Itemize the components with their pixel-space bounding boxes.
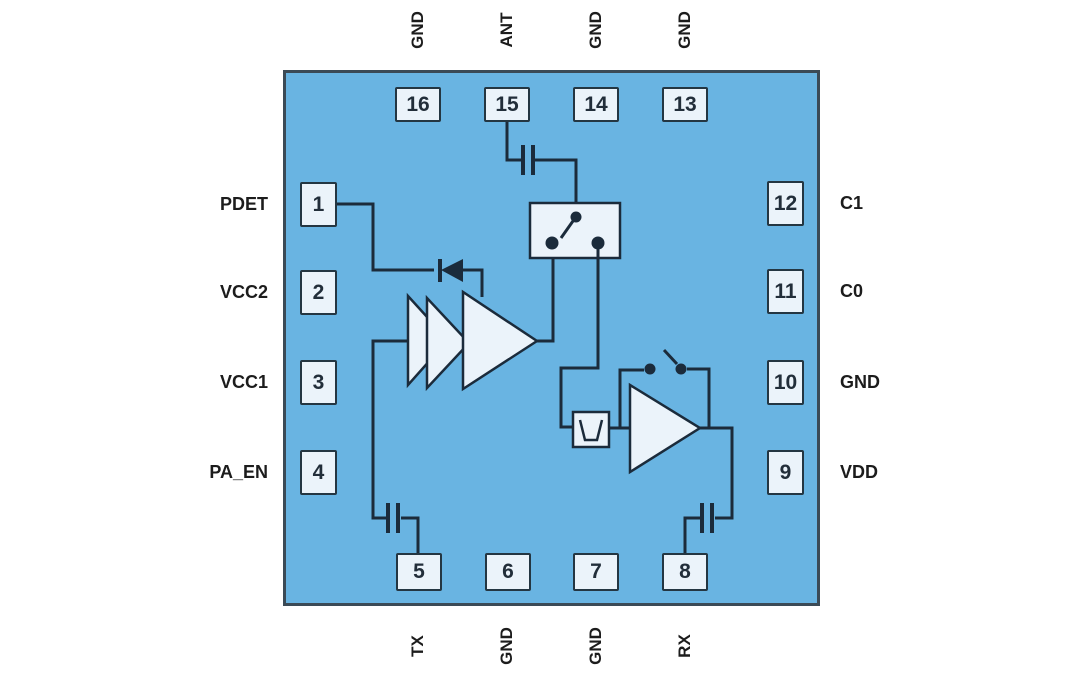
lna-icon (628, 382, 703, 475)
pin-10: 10 (767, 360, 804, 405)
pin-label-gnd-14: GND (586, 11, 605, 49)
detector-diode-icon (438, 259, 463, 282)
pin-13: 13 (662, 87, 708, 122)
pin-label-pdet: PDET (219, 194, 268, 214)
pin-label-pa-en: PA_EN (209, 462, 268, 482)
pin-4: 4 (300, 450, 337, 495)
lna-bypass-switch-icon (618, 348, 711, 428)
pin-16: 16 (395, 87, 441, 122)
pin-label-vdd: VDD (840, 462, 879, 482)
ant-dc-block-capacitor-icon (521, 145, 535, 175)
pin-label-c1: C1 (840, 193, 864, 213)
pdet-trace (337, 202, 484, 297)
tr-switch-icon (528, 201, 622, 260)
pin-3: 3 (300, 360, 337, 405)
pin-label-vcc2: VCC2 (219, 282, 268, 302)
pin-label-tx: TX (408, 635, 427, 657)
pin-label-c0: C0 (840, 281, 864, 301)
tx-dc-block-capacitor-icon (386, 503, 400, 533)
pin-6: 6 (485, 553, 531, 591)
ant-trace (505, 122, 578, 211)
pin-15: 15 (484, 87, 530, 122)
bandpass-filter-icon (571, 410, 611, 449)
power-amplifier-icon (406, 289, 540, 392)
pin-9: 9 (767, 450, 804, 495)
pin-label-gnd-7: GND (586, 627, 605, 665)
pin-2: 2 (300, 270, 337, 315)
pin-label-ant: ANT (497, 12, 516, 48)
rx-switch-to-filter-trace (559, 249, 600, 429)
pin-label-gnd-10: GND (840, 372, 880, 392)
pin-label-gnd-6: GND (497, 627, 516, 665)
pin-5: 5 (396, 553, 442, 591)
pin-14: 14 (573, 87, 619, 122)
pin-label-gnd-13: GND (675, 11, 694, 49)
tx-input-trace (371, 339, 420, 553)
pa-output-trace (537, 247, 555, 343)
rx-output-trace (683, 426, 734, 553)
pin-12: 12 (767, 181, 804, 226)
rx-dc-block-capacitor-icon (700, 503, 714, 533)
pin-8: 8 (662, 553, 708, 591)
pin-label-gnd-16: GND (408, 11, 427, 49)
pin-11: 11 (767, 269, 804, 314)
pin-label-rx: RX (675, 634, 694, 658)
pin-1: 1 (300, 182, 337, 227)
pin-label-vcc1: VCC1 (219, 372, 268, 392)
pin-7: 7 (573, 553, 619, 591)
